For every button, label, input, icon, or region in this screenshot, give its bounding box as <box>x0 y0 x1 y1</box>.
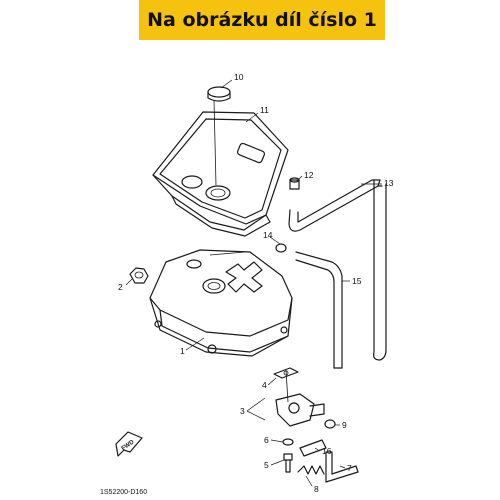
part-number-10: 10 <box>234 72 244 82</box>
part-number-5: 5 <box>264 460 269 470</box>
part-number-8: 8 <box>314 484 319 494</box>
part-number-9: 9 <box>342 420 347 430</box>
part-number-6: 6 <box>264 435 269 445</box>
part-number-15: 15 <box>352 276 362 286</box>
part-number-4: 4 <box>262 380 267 390</box>
bolt-and-washer <box>282 438 294 473</box>
title-banner: Na obrázku díl číslo 1 <box>139 0 385 40</box>
drawing-code: 1S52200-D160 <box>100 489 147 496</box>
title-text: Na obrázku díl číslo 1 <box>147 9 377 31</box>
part-number-labels: 10 11 12 13 14 15 2 1 4 3 6 5 9 16 7 8 <box>118 72 394 494</box>
cover-gasket <box>152 99 289 237</box>
spring <box>297 465 325 475</box>
hose-fitting <box>289 177 300 190</box>
part-number-1: 1 <box>180 346 185 356</box>
breather-hose-upper <box>288 179 383 232</box>
cylinder-head-cover <box>149 249 293 357</box>
breather-hose-long <box>295 179 387 369</box>
part-number-12: 12 <box>304 170 314 180</box>
hose-clamp <box>275 243 287 253</box>
fwd-label: FWD <box>121 439 136 452</box>
clip <box>324 419 336 429</box>
valve-assembly <box>273 367 325 427</box>
part-number-7: 7 <box>347 463 352 473</box>
fwd-arrow-icon: FWD <box>115 431 143 457</box>
oil-cap <box>207 86 231 102</box>
leader-lines <box>125 79 382 487</box>
cap-nut <box>129 267 149 284</box>
part-number-13: 13 <box>384 178 394 188</box>
part-number-11: 11 <box>260 105 269 115</box>
part-number-2: 2 <box>118 282 123 292</box>
part-number-16: 16 <box>322 446 332 456</box>
part-number-14: 14 <box>263 230 273 240</box>
short-hose <box>299 439 327 457</box>
bent-hose <box>325 451 359 483</box>
part-number-3: 3 <box>240 406 245 416</box>
